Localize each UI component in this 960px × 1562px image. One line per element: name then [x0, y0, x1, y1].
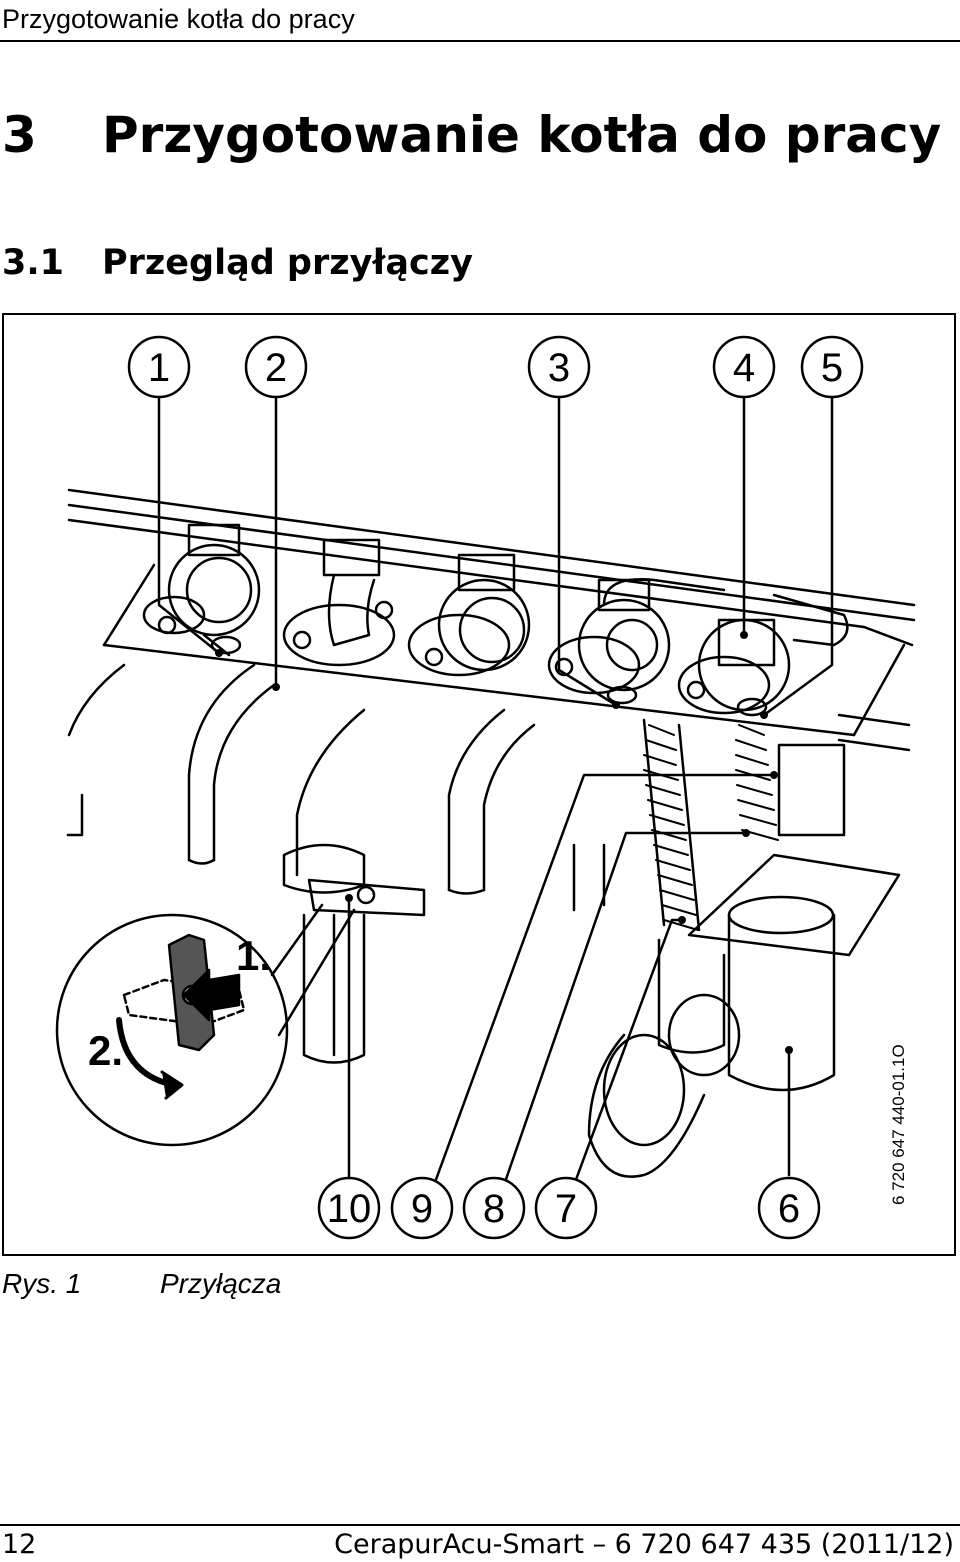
callout-5: 5	[821, 346, 843, 390]
callout-2: 2	[265, 346, 287, 390]
callout-10: 10	[327, 1187, 372, 1231]
section-title: Przegląd przyłączy	[102, 243, 473, 283]
caption-label: Rys. 1	[2, 1268, 82, 1299]
callout-1: 1	[148, 346, 170, 390]
footer-title: CerapurAcu-Smart – 6 720 647 435 (2011/1…	[334, 1529, 954, 1560]
section-heading: 3.1 Przegląd przyłączy	[2, 238, 473, 288]
figure-ref-code: 6 720 647 440-01.1O	[889, 1044, 908, 1205]
inset-step-2: 2.	[88, 1027, 123, 1074]
figure-connections: 1 2 3 4 5 10 9 8 7 6 1. 2. 6 720 647 440…	[2, 313, 956, 1256]
boiler-connections-illustration: 1 2 3 4 5 10 9 8 7 6 1. 2. 6 720 647 440…	[55, 335, 916, 1240]
callout-3: 3	[548, 346, 570, 390]
section-number: 3.1	[2, 243, 65, 283]
running-head: Przygotowanie kotła do pracy	[2, 4, 355, 34]
chapter-number: 3	[2, 106, 37, 164]
chapter-title: Przygotowanie kotła do pracy	[102, 106, 942, 164]
connection-plate-edge	[102, 643, 856, 737]
callout-4: 4	[733, 346, 755, 390]
boiler-rail-top	[67, 488, 916, 607]
footer-rule	[0, 1524, 960, 1526]
callout-7: 7	[555, 1187, 577, 1231]
boiler-rail-3	[67, 518, 914, 647]
callout-9: 9	[411, 1187, 433, 1231]
callout-8: 8	[483, 1187, 505, 1231]
caption-text: Przyłącza	[160, 1268, 282, 1299]
chapter-heading: 3 Przygotowanie kotła do pracy	[2, 100, 941, 170]
figure-caption: Rys. 1 Przyłącza	[2, 1266, 281, 1302]
page-number: 12	[2, 1529, 37, 1560]
inset-magnifier	[55, 913, 289, 1147]
header-rule	[0, 40, 960, 42]
callout-6: 6	[778, 1187, 800, 1231]
inset-step-1: 1.	[236, 932, 271, 979]
